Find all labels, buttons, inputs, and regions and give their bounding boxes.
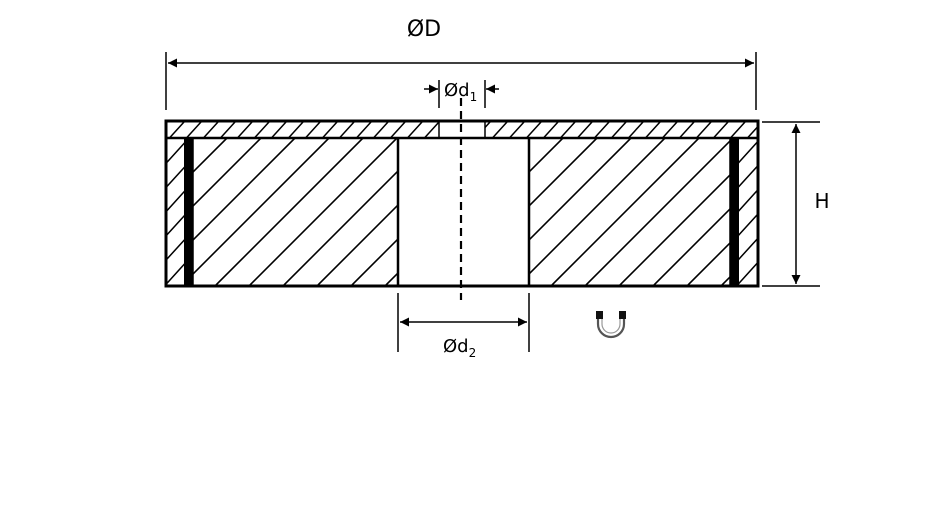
hatch-line: [135, 122, 150, 138]
recess-diameter-label-sub: 2: [469, 346, 477, 360]
hatch-line: [576, 122, 593, 138]
hatch-line: [583, 138, 717, 285]
hatch-line: [529, 138, 666, 276]
height-label: H: [814, 189, 829, 213]
hatch-line: [167, 238, 185, 261]
hatch-line: [661, 122, 678, 138]
hatch-line: [644, 122, 661, 138]
hatch-line: [351, 237, 398, 285]
hatch-line: [193, 138, 330, 276]
hatch-line: [529, 138, 530, 140]
hatch-line: [11, 138, 145, 285]
hatch-line: [270, 122, 287, 138]
hatch-line: [167, 138, 168, 140]
hatch-line: [193, 138, 228, 174]
hatch-line: [355, 122, 372, 138]
hatch-line: [187, 138, 321, 285]
hatch-line: [627, 122, 644, 138]
hatch-line: [491, 122, 508, 138]
height-dimension: [762, 121, 820, 287]
magnet-icon: [596, 311, 626, 339]
hatch-line: [253, 122, 270, 138]
hatch-line: [739, 165, 757, 188]
hatch-line: [678, 122, 695, 138]
hatch-line: [193, 138, 296, 242]
hatch-line: [12, 138, 159, 285]
magnet-left-section-hatch: [12, 138, 567, 285]
hatch-line: [529, 138, 632, 242]
hole-diameter-dimension: [424, 80, 499, 108]
hatch-line: [389, 122, 406, 138]
hatch-line: [338, 122, 355, 138]
hatch-line: [249, 138, 398, 285]
hatch-line: [168, 122, 185, 138]
hatch-line: [420, 138, 567, 285]
hatch-line: [406, 122, 423, 138]
left-spacer-strip: [184, 138, 193, 286]
hatch-line: [219, 122, 236, 138]
right-spacer-strip: [730, 138, 739, 286]
hatch-line: [695, 122, 712, 138]
hatch-line: [619, 173, 730, 285]
hatch-line: [687, 241, 730, 285]
hole-diameter-label-main: Ød: [444, 80, 470, 101]
hatch-line: [167, 141, 185, 164]
hatch-line: [653, 207, 730, 285]
hatch-line: [185, 122, 202, 138]
hatch-line: [551, 138, 700, 285]
hatch-line: [202, 122, 219, 138]
hatch-line: [542, 122, 559, 138]
hatch-line: [372, 122, 389, 138]
hatch-line: [283, 169, 398, 285]
hatch-line: [385, 271, 398, 285]
hatch-line: [746, 126, 757, 138]
outer-diameter-dimension: [165, 52, 757, 110]
hatch-line: [193, 138, 262, 208]
hatch-line: [739, 213, 757, 236]
hatch-line: [193, 138, 194, 140]
recess-diameter-label: Ød2: [443, 336, 476, 360]
hatch-line: [348, 138, 495, 285]
hatch-line: [287, 122, 304, 138]
hatch-line: [508, 122, 525, 138]
hatch-line: [712, 122, 729, 138]
hatch-line: [585, 139, 730, 285]
hatch-line: [529, 138, 564, 174]
hatch-line: [215, 138, 364, 285]
hatch-line: [423, 122, 440, 138]
hatch-line: [529, 138, 598, 208]
magnet-right-section-hatch: [348, 138, 730, 285]
hatch-line: [236, 122, 253, 138]
hatch-line: [764, 122, 779, 138]
outer-diameter-label: ØD: [407, 17, 441, 42]
hatch-line: [593, 122, 610, 138]
hole-diameter-label-sub: 1: [470, 90, 478, 104]
hatch-line: [729, 122, 746, 138]
hatch-line: [559, 122, 576, 138]
hatch-line: [321, 122, 338, 138]
recess-diameter-label-main: Ød: [443, 336, 469, 357]
recess-diameter-dimension: [397, 293, 530, 352]
hatch-line: [317, 203, 398, 285]
hatch-line: [525, 122, 542, 138]
hatch-line: [304, 122, 321, 138]
hatch-line: [610, 122, 627, 138]
hole-diameter-label: Ød1: [444, 80, 477, 104]
